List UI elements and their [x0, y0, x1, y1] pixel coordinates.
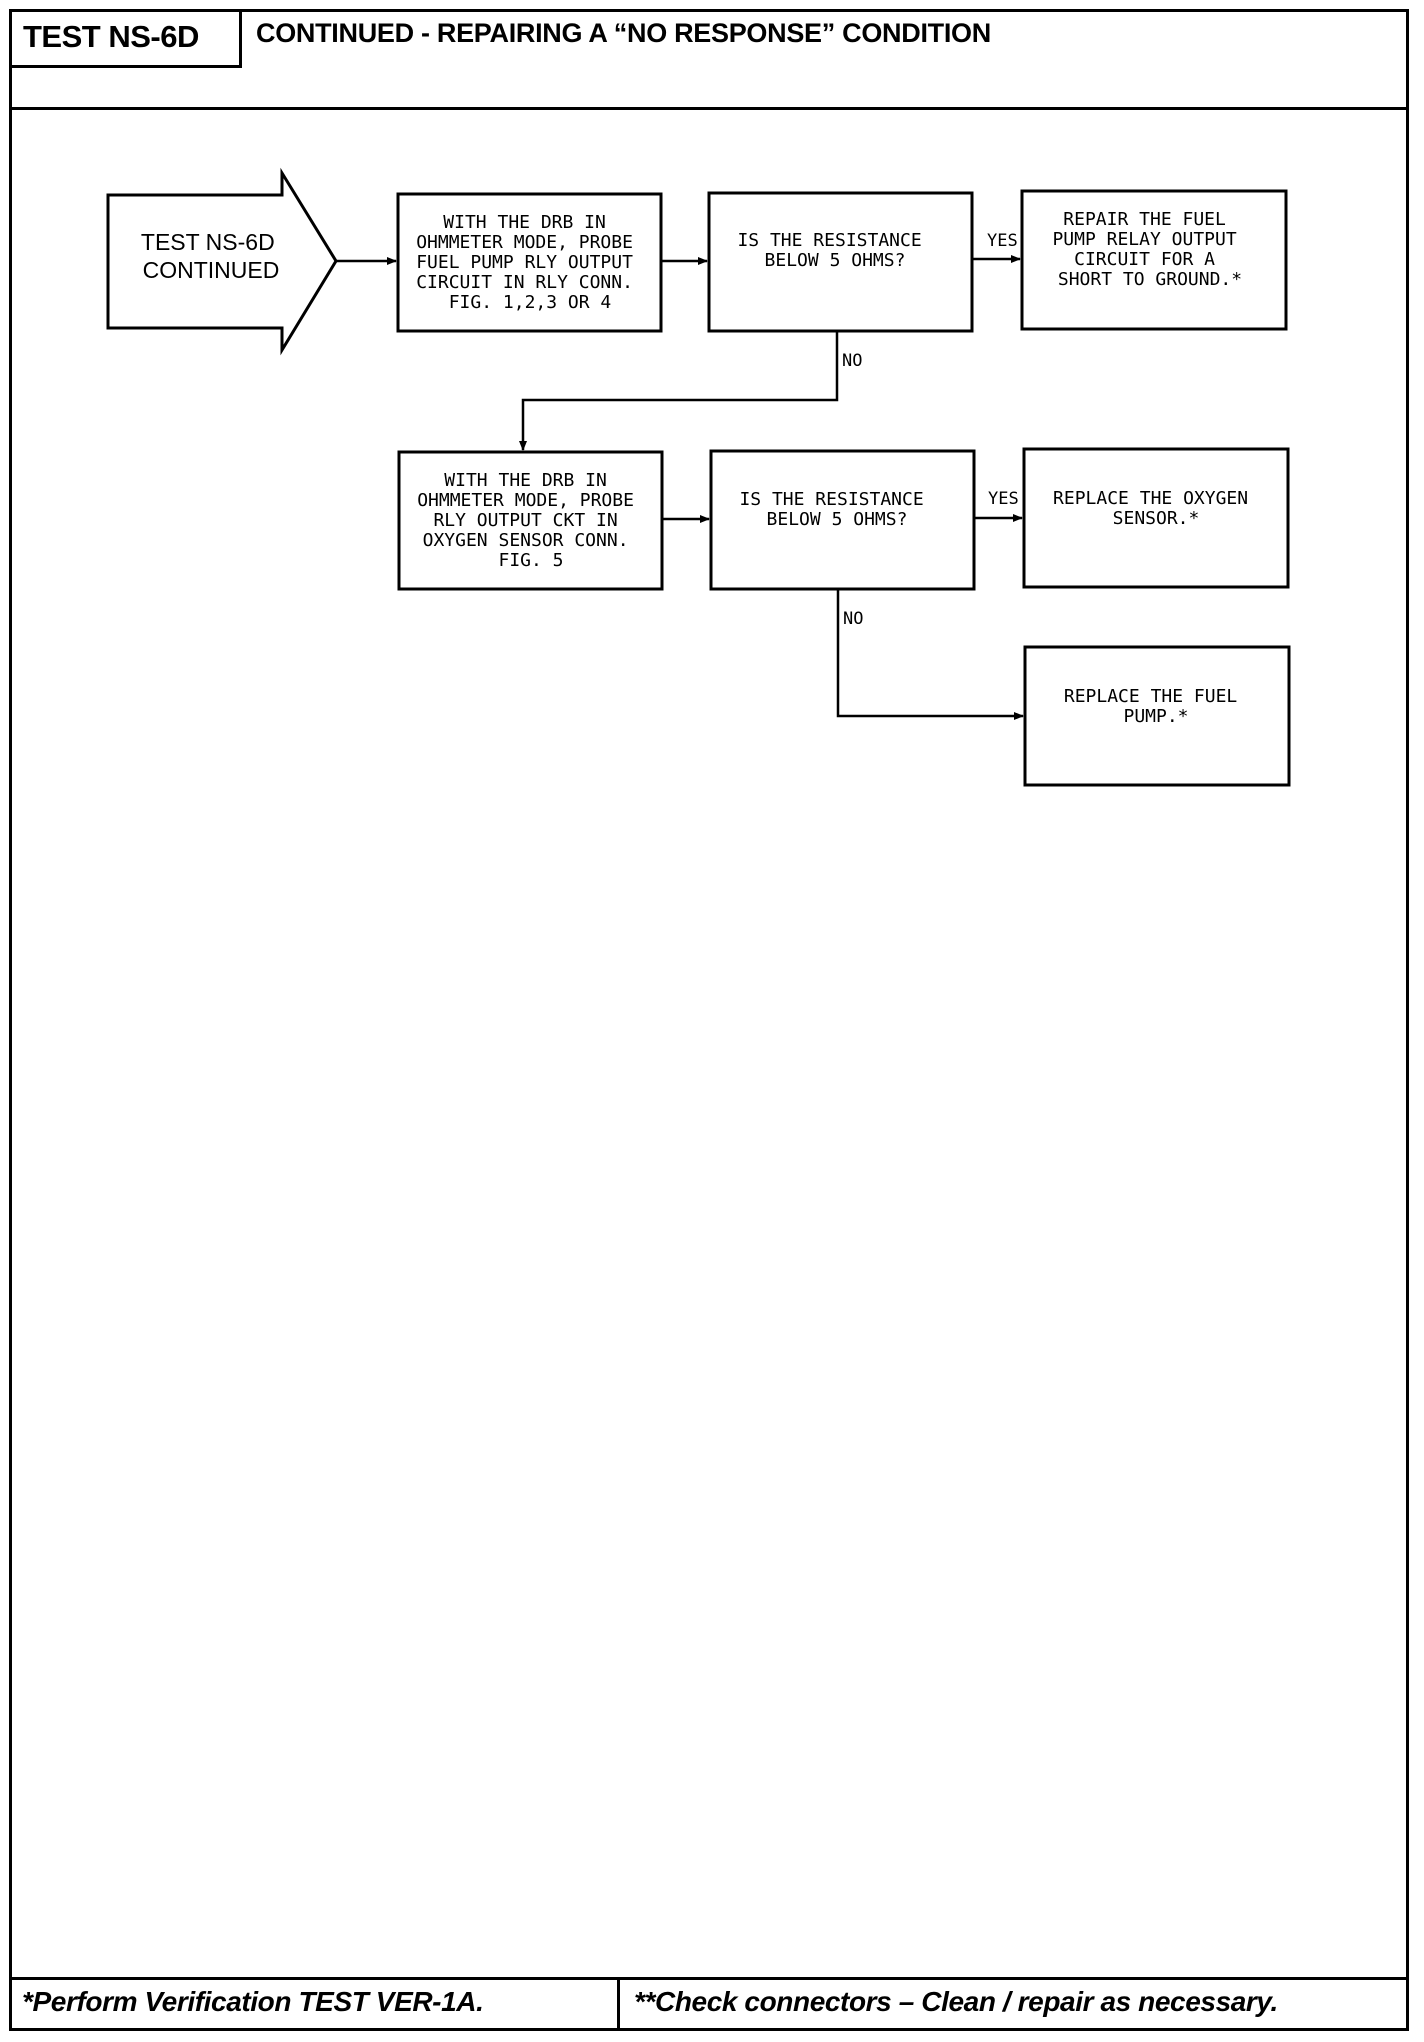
step1-box: WITH THE DRB IN OHMMETER MODE, PROBE FUE…	[396, 192, 663, 333]
result2-text: REPLACE THE OXYGEN SENSOR.*	[1053, 488, 1259, 529]
footnote-verification: *Perform Verification TEST VER-1A.	[22, 1986, 484, 2017]
result2-line: SENSOR.*	[1113, 508, 1200, 529]
page-title: CONTINUED - REPAIRING A “NO RESPONSE” CO…	[256, 18, 991, 48]
decision2-text: IS THE RESISTANCE BELOW 5 OHMS?	[739, 489, 934, 530]
yes-label-1: YES	[987, 231, 1018, 251]
no-label-1: NO	[842, 351, 862, 371]
result1-line: SHORT TO GROUND.*	[1058, 269, 1242, 290]
footnote-connectors: **Check connectors – Clean / repair as n…	[634, 1986, 1278, 2017]
result2-box: REPLACE THE OXYGEN SENSOR.*	[1022, 447, 1290, 589]
result1-text: REPAIR THE FUEL PUMP RELAY OUTPUT CIRCUI…	[1052, 209, 1247, 290]
result1-line: PUMP RELAY OUTPUT	[1052, 229, 1236, 250]
step2-line: WITH THE DRB IN	[444, 470, 607, 491]
step2-line: RLY OUTPUT CKT IN	[433, 510, 617, 531]
result1-line: REPAIR THE FUEL	[1063, 209, 1226, 230]
step2-line: OHMMETER MODE, PROBE	[417, 490, 634, 511]
step2-text: WITH THE DRB IN OHMMETER MODE, PROBE RLY…	[417, 470, 645, 571]
footer-divider	[617, 1977, 620, 2031]
decision2-line: IS THE RESISTANCE	[739, 489, 923, 510]
step2-line: FIG. 5	[498, 550, 563, 571]
yes-label-2: YES	[988, 489, 1019, 509]
step1-line: WITH THE DRB IN	[443, 212, 606, 233]
header-row	[9, 9, 1409, 110]
test-id-label: TEST NS-6D	[9, 9, 242, 68]
decision1-text: IS THE RESISTANCE BELOW 5 OHMS?	[737, 230, 932, 271]
result3-box: REPLACE THE FUEL PUMP.*	[1023, 645, 1291, 787]
result3-text: REPLACE THE FUEL PUMP.*	[1064, 686, 1248, 727]
decision1-box: IS THE RESISTANCE BELOW 5 OHMS?	[707, 191, 974, 333]
result2-line: REPLACE THE OXYGEN	[1053, 488, 1248, 509]
step2-line: OXYGEN SENSOR CONN.	[423, 530, 629, 551]
result3-line: PUMP.*	[1123, 706, 1188, 727]
entry-line: TEST NS-6D	[141, 229, 275, 255]
page-frame	[9, 9, 1409, 2031]
decision1-line: BELOW 5 OHMS?	[765, 250, 906, 271]
entry-text: TEST NS-6D CONTINUED	[141, 229, 281, 283]
connector-decision2-no	[836, 590, 1024, 720]
result3-line: REPLACE THE FUEL	[1064, 686, 1238, 707]
step1-line: OHMMETER MODE, PROBE	[416, 232, 633, 253]
result1-box: REPAIR THE FUEL PUMP RELAY OUTPUT CIRCUI…	[1020, 189, 1288, 331]
entry-arrow: TEST NS-6D CONTINUED	[106, 167, 338, 356]
decision1-line: IS THE RESISTANCE	[737, 230, 921, 251]
entry-line: CONTINUED	[143, 257, 280, 283]
footer-row	[9, 1977, 1409, 2031]
step1-line: CIRCUIT IN RLY CONN.	[416, 272, 633, 293]
connector-decision1-no	[519, 332, 839, 451]
step2-box: WITH THE DRB IN OHMMETER MODE, PROBE RLY…	[397, 450, 664, 591]
result1-line: CIRCUIT FOR A	[1074, 249, 1215, 270]
step1-text: WITH THE DRB IN OHMMETER MODE, PROBE FUE…	[416, 212, 644, 313]
no-label-2: NO	[843, 609, 863, 629]
decision2-line: BELOW 5 OHMS?	[767, 509, 908, 530]
step1-line: FIG. 1,2,3 OR 4	[449, 292, 612, 313]
step1-line: FUEL PUMP RLY OUTPUT	[416, 252, 633, 273]
decision2-box: IS THE RESISTANCE BELOW 5 OHMS?	[709, 449, 976, 591]
